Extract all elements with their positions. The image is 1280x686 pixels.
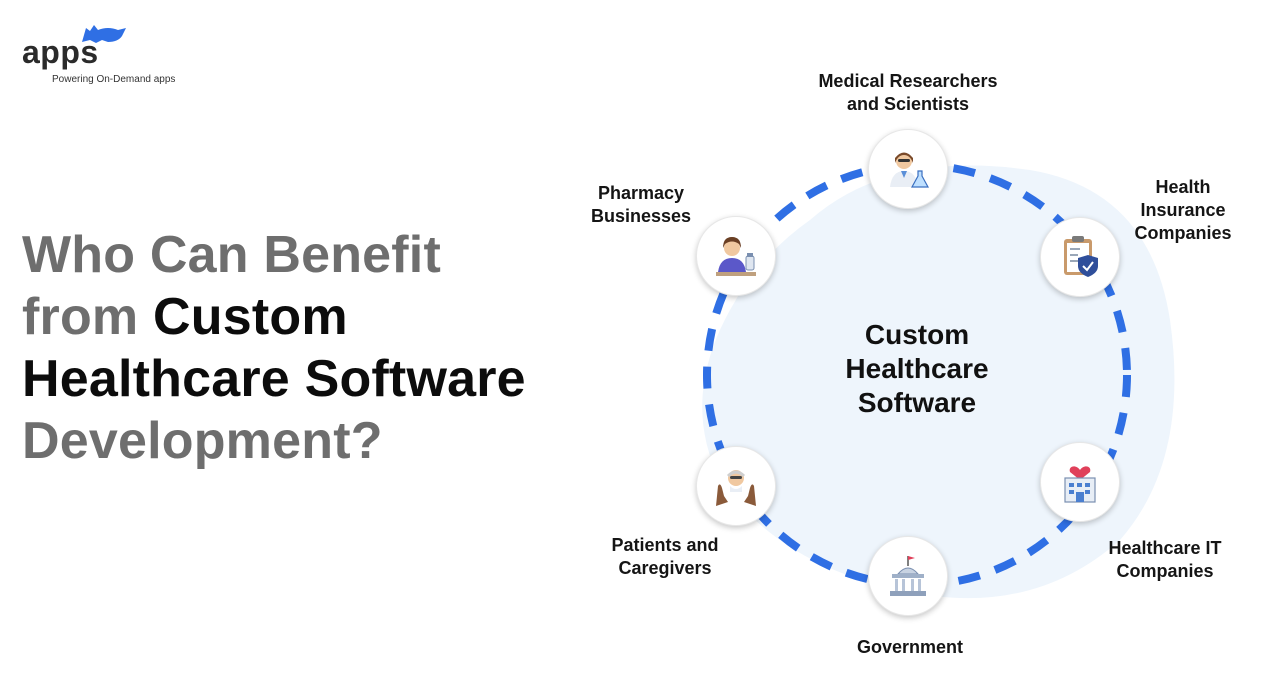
label-line: Companies [1134, 223, 1232, 243]
brand-name: apps [22, 34, 99, 70]
label-line: Health [1155, 177, 1211, 197]
label-line: Patients and [611, 535, 719, 555]
label-line: Pharmacy [597, 183, 685, 203]
scientist-icon [890, 152, 930, 188]
node-government-label: Government [830, 636, 990, 659]
rhino-icon [82, 25, 126, 43]
label-line: Companies [1116, 561, 1214, 581]
node-medical-researchers-label: Medical Researchers and Scientists [800, 70, 1016, 116]
brand-tagline: Powering On-Demand apps [52, 74, 176, 85]
pharmacist-icon [716, 237, 756, 276]
label-line: and Scientists [846, 94, 970, 114]
label-line: Insurance [1140, 200, 1226, 220]
node-patients-caregivers-label: Patients and Caregivers [590, 534, 740, 580]
page-title: Who Can Benefit from Custom Healthcare S… [22, 224, 582, 472]
title-part-4: Healthcare Software [22, 350, 526, 408]
government-building-icon [890, 556, 926, 596]
title-part-3: Custom [153, 288, 348, 346]
node-health-insurance[interactable] [1040, 217, 1120, 297]
patient-caregiver-hands-icon [716, 470, 756, 506]
insurance-clipboard-shield-icon [1064, 236, 1098, 277]
center-line-2: Healthcare [845, 353, 989, 384]
node-healthcare-it[interactable] [1040, 442, 1120, 522]
node-healthcare-it-label: Healthcare IT Companies [1090, 537, 1240, 583]
hospital-building-icon [1064, 466, 1096, 503]
benefit-diagram: Custom Healthcare Software Medical Resea… [560, 60, 1280, 686]
label-line: Caregivers [618, 558, 712, 578]
label-line: Government [856, 637, 964, 657]
node-pharmacy-businesses-label: Pharmacy Businesses [574, 182, 708, 228]
node-government[interactable] [868, 536, 948, 616]
title-part-2: from [22, 288, 139, 346]
label-line: Businesses [590, 206, 692, 226]
label-line: Healthcare IT [1108, 538, 1222, 558]
node-health-insurance-label: Health Insurance Companies [1118, 176, 1248, 245]
title-part-5: Development? [22, 412, 383, 470]
brand-logo[interactable]: apps Powering On-Demand apps [22, 22, 182, 92]
center-label: Custom Healthcare Software [817, 318, 1017, 420]
node-pharmacy-businesses[interactable] [696, 216, 776, 296]
label-line: Medical Researchers [818, 71, 998, 91]
node-patients-caregivers[interactable] [696, 446, 776, 526]
center-line-1: Custom [864, 319, 970, 350]
node-medical-researchers[interactable] [868, 129, 948, 209]
center-line-3: Software [857, 387, 977, 418]
title-part-1: Who Can Benefit [22, 226, 441, 284]
